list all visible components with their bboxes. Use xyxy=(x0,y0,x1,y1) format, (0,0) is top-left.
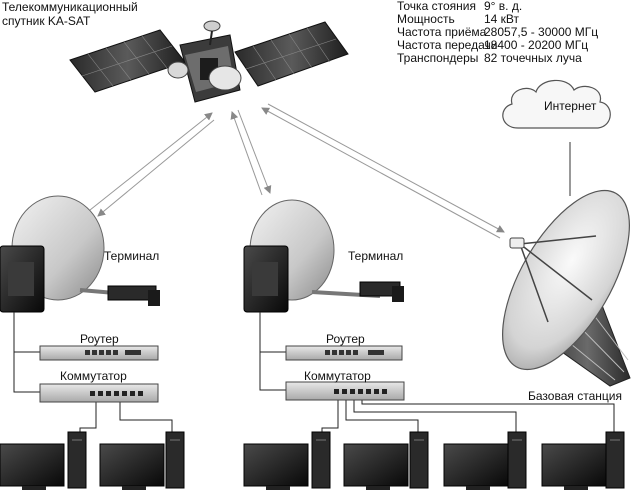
satellite-icon xyxy=(69,20,349,103)
router-left-label: Роутер xyxy=(80,332,119,346)
switch-left-icon xyxy=(39,383,159,403)
satellite-title: Телекоммуникационный спутник KA-SAT xyxy=(2,0,138,28)
internet-label: Интернет xyxy=(544,99,597,113)
router-right-label: Роутер xyxy=(326,332,365,346)
router-left-icon xyxy=(39,345,159,361)
terminal-dish-right-icon xyxy=(243,199,404,313)
spec-label: Точка стояния xyxy=(397,0,476,13)
computer-icon xyxy=(541,431,625,490)
spec-label: Мощность xyxy=(397,12,455,26)
spec-value: 9° в. д. xyxy=(484,0,523,13)
terminal-dish-left-icon xyxy=(0,195,160,313)
base-station-icon xyxy=(502,189,631,387)
computer-icon xyxy=(243,431,331,490)
computer-icon xyxy=(343,431,429,490)
satellite-title-line2: спутник KA-SAT xyxy=(2,14,91,28)
switch-right-icon xyxy=(285,381,405,401)
spec-value: 14 кВт xyxy=(484,12,520,26)
computer-icon xyxy=(0,431,87,490)
terminal-right-label: Терминал xyxy=(348,249,404,263)
satellite-title-line1: Телекоммуникационный xyxy=(2,0,138,14)
switch-left-label: Коммутатор xyxy=(60,369,127,383)
spec-label: Частота передачи xyxy=(397,38,498,52)
signal-links xyxy=(89,103,505,239)
spec-label: Транспондеры xyxy=(397,51,479,65)
router-right-icon xyxy=(285,345,403,361)
terminal-left-label: Терминал xyxy=(104,249,160,263)
spec-label: Частота приёма xyxy=(397,25,487,39)
computer-icon xyxy=(443,431,527,490)
spec-value: 82 точечных луча xyxy=(484,51,582,65)
base-station-label: Базовая станция xyxy=(528,389,622,403)
switch-right-label: Коммутатор xyxy=(304,369,371,383)
internet-cloud-icon xyxy=(502,79,611,129)
computer-icon xyxy=(99,431,185,490)
spec-value: 28057,5 - 30000 МГц xyxy=(484,25,599,39)
spec-value: 18400 - 20200 МГц xyxy=(484,38,589,52)
